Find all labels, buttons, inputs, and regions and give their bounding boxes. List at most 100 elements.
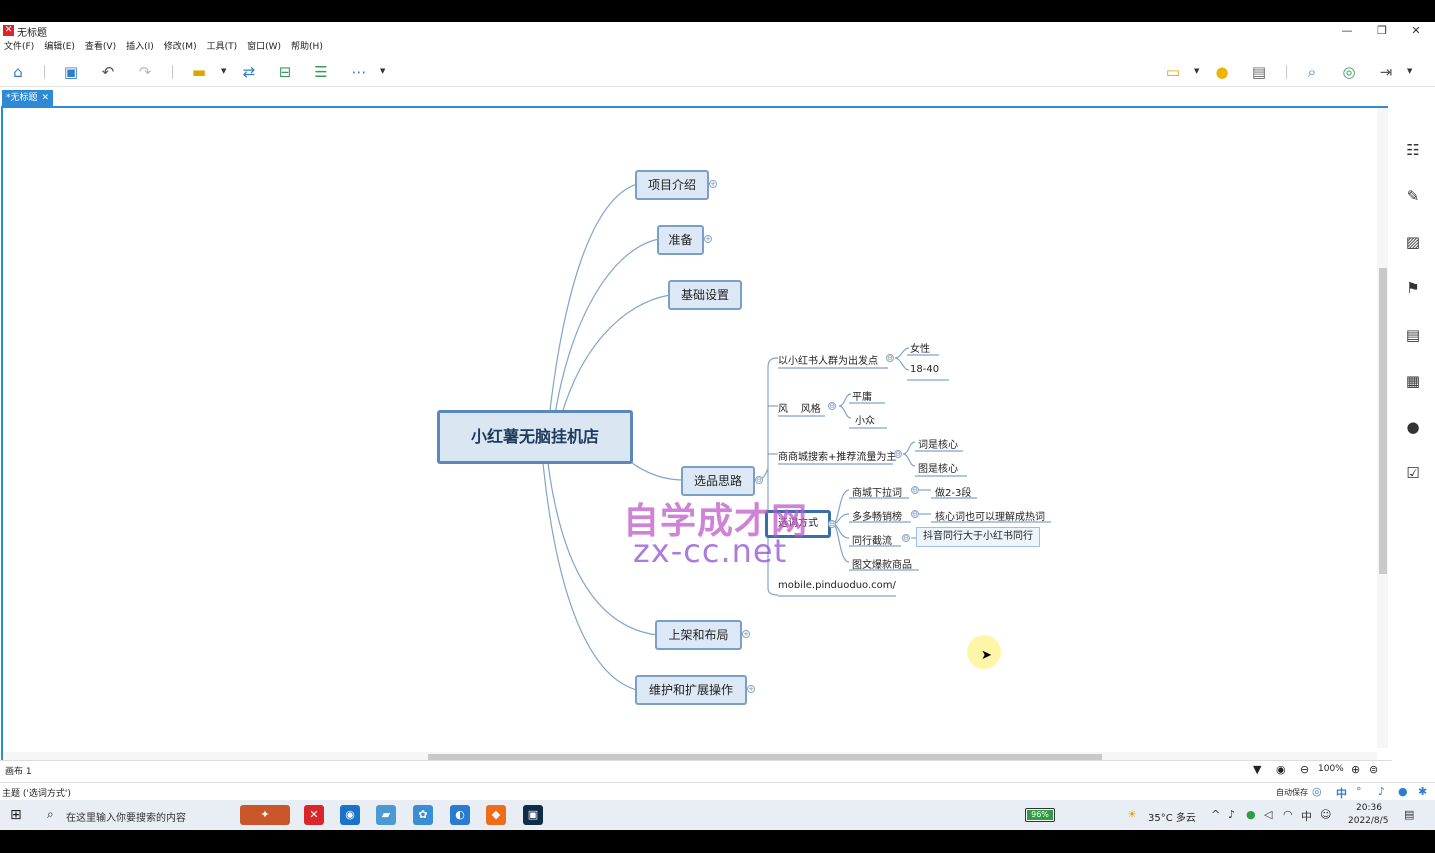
relationship-icon[interactable]: ⇄ bbox=[242, 63, 256, 81]
collapse-icon[interactable]: ⊖ bbox=[755, 476, 763, 484]
taskbar-app-icon[interactable]: ▣ bbox=[523, 805, 543, 825]
minimize-button[interactable]: — bbox=[1341, 24, 1353, 37]
topic-selection[interactable]: 选品思路 bbox=[681, 466, 755, 496]
taskbar-search[interactable]: ⌕ 在这里输入你要搜索的内容 bbox=[40, 804, 290, 826]
comment-icon[interactable]: ● bbox=[1406, 418, 1420, 436]
emoji-icon[interactable]: ☺ bbox=[1320, 808, 1332, 821]
collapse-icon[interactable]: ⊖ bbox=[894, 450, 902, 458]
topic-prep[interactable]: 准备 bbox=[657, 225, 704, 255]
summary-icon[interactable]: ☰ bbox=[314, 63, 328, 81]
taskbar-app-icon[interactable]: ▰ bbox=[376, 805, 396, 825]
collapse-icon[interactable]: ⊖ bbox=[828, 520, 836, 528]
flag-icon[interactable]: ⚑ bbox=[1406, 279, 1420, 297]
undo-icon[interactable]: ↶ bbox=[101, 63, 115, 81]
notification-icon[interactable]: ▤ bbox=[1404, 808, 1415, 821]
restore-button[interactable]: ❐ bbox=[1377, 24, 1387, 37]
subtopic-bestseller[interactable]: 多多畅销榜 bbox=[852, 512, 902, 523]
app-tray-icon[interactable]: ● bbox=[1246, 808, 1256, 821]
filter-icon[interactable]: ▼ bbox=[1253, 763, 1262, 776]
topic-icon[interactable]: ▬ bbox=[191, 63, 207, 81]
collapse-icon[interactable]: ⊖ bbox=[886, 354, 894, 362]
taskbar-app-icon[interactable]: ◆ bbox=[486, 805, 506, 825]
font-icon[interactable]: ▤ bbox=[1405, 326, 1421, 344]
user-icon[interactable]: ● bbox=[1398, 785, 1408, 798]
save-icon[interactable]: ▣ bbox=[63, 63, 79, 81]
windows-start-icon[interactable]: ⊞ bbox=[10, 807, 22, 823]
microphone-icon[interactable]: ♪ bbox=[1378, 785, 1386, 798]
menu-view[interactable]: 查看(V) bbox=[84, 42, 117, 52]
expand-icon[interactable]: + bbox=[709, 180, 717, 188]
wifi-icon[interactable]: ◠ bbox=[1283, 808, 1293, 821]
subtopic-peer[interactable]: 同行截流 bbox=[852, 536, 892, 547]
taskbar-cloud-icon[interactable]: ✿ bbox=[413, 805, 433, 825]
chevron-down-icon[interactable]: ▼ bbox=[380, 67, 386, 75]
menu-edit[interactable]: 编辑(E) bbox=[44, 42, 75, 52]
subtopic-age[interactable]: 18-40 bbox=[910, 364, 940, 375]
home-icon[interactable]: ⌂ bbox=[13, 63, 23, 81]
share-icon[interactable]: ◎ bbox=[1342, 63, 1356, 81]
subtopic-bestseller-tip[interactable]: 核心词也可以理解成热词 bbox=[935, 512, 1045, 523]
tab-untitled[interactable]: *无标题✕ bbox=[2, 90, 54, 106]
subtopic-image-core[interactable]: 图是核心 bbox=[918, 464, 958, 475]
zoom-in-icon[interactable]: ⊕ bbox=[1351, 763, 1361, 776]
mindmap-canvas[interactable]: 小红薯无脑挂机店 项目介绍 + 准备 + 基础设置 选品思路 ⊖ 上架和布局 +… bbox=[1, 106, 1388, 764]
subtopic-word-core[interactable]: 词是核心 bbox=[918, 440, 958, 451]
topic-edit-box[interactable]: 抖音同行大于小红书同行 bbox=[916, 527, 1040, 547]
chevron-up-icon[interactable]: ^ bbox=[1211, 808, 1221, 821]
taskbar-xmind-icon[interactable]: ✕ bbox=[304, 805, 324, 825]
collapse-icon[interactable]: ⊖ bbox=[911, 510, 919, 518]
boundary-icon[interactable]: ⊟ bbox=[278, 63, 292, 81]
tab-close-icon[interactable]: ✕ bbox=[41, 93, 50, 103]
root-topic[interactable]: 小红薯无脑挂机店 bbox=[437, 410, 633, 464]
subtopic-method-selected[interactable]: 选词方式 bbox=[765, 510, 831, 538]
subtopic-audience[interactable]: 以小红书人群为出发点 bbox=[778, 356, 878, 367]
autosave-icon[interactable]: ◎ bbox=[1312, 785, 1322, 798]
outline-icon[interactable]: ▤ bbox=[1251, 63, 1267, 81]
sheet-tab[interactable]: 画布 1 bbox=[5, 767, 32, 777]
format-brush-icon[interactable]: ✎ bbox=[1406, 187, 1420, 205]
menu-file[interactable]: 文件(F) bbox=[4, 42, 35, 52]
settings-icon[interactable]: ✱ bbox=[1418, 785, 1428, 798]
eye-icon[interactable]: ◉ bbox=[1276, 763, 1286, 776]
ime-indicator[interactable]: 中 bbox=[1336, 787, 1347, 800]
chevron-down-icon[interactable]: ▼ bbox=[221, 67, 227, 75]
clock-time[interactable]: 20:36 bbox=[1356, 803, 1382, 813]
punctuation-icon[interactable]: ° bbox=[1356, 785, 1362, 798]
vertical-scrollbar[interactable] bbox=[1377, 108, 1388, 748]
weather-text[interactable]: 35°C 多云 bbox=[1148, 813, 1196, 824]
chevron-down-icon[interactable]: ▼ bbox=[1194, 67, 1200, 75]
horizontal-scrollbar[interactable] bbox=[3, 752, 1377, 762]
outline-panel-icon[interactable]: ☷ bbox=[1406, 141, 1420, 159]
presentation-icon[interactable]: ▭ bbox=[1165, 63, 1181, 81]
volume-icon[interactable]: ◁ bbox=[1264, 808, 1273, 821]
close-button[interactable]: ✕ bbox=[1411, 24, 1421, 37]
expand-icon[interactable]: + bbox=[742, 630, 750, 638]
notes-icon[interactable]: ▦ bbox=[1405, 372, 1421, 390]
topic-basics[interactable]: 基础设置 bbox=[668, 280, 742, 310]
collapse-icon[interactable]: ⊖ bbox=[828, 402, 836, 410]
menu-help[interactable]: 帮助(H) bbox=[291, 42, 323, 52]
vertical-scrollbar-thumb[interactable] bbox=[1379, 268, 1387, 574]
expand-icon[interactable]: + bbox=[747, 685, 755, 693]
chevron-down-icon[interactable]: ▼ bbox=[1407, 67, 1413, 75]
topic-listing[interactable]: 上架和布局 bbox=[655, 620, 742, 650]
topic-maintenance[interactable]: 维护和扩展操作 bbox=[635, 675, 747, 705]
subtopic-plain[interactable]: 平庸 bbox=[852, 392, 872, 403]
menu-modify[interactable]: 修改(M) bbox=[163, 42, 197, 52]
microphone-icon[interactable]: ♪ bbox=[1228, 808, 1236, 821]
clock-date[interactable]: 2022/8/5 bbox=[1348, 816, 1389, 826]
subtopic-mall[interactable]: 商商城搜索+推荐流量为主 bbox=[778, 448, 896, 463]
horizontal-scrollbar-thumb[interactable] bbox=[428, 754, 1102, 762]
more-icon[interactable]: ⋯ bbox=[351, 63, 367, 81]
taskbar-banner-icon[interactable]: ✦ bbox=[240, 805, 290, 825]
battery-indicator[interactable]: 96% bbox=[1025, 808, 1055, 822]
topic-intro[interactable]: 项目介绍 bbox=[635, 170, 709, 200]
search-icon[interactable]: ⌕ bbox=[1307, 63, 1317, 81]
taskbar-browser-icon[interactable]: ◉ bbox=[340, 805, 360, 825]
lightbulb-icon[interactable]: ● bbox=[1215, 63, 1229, 81]
export-icon[interactable]: ⇥ bbox=[1379, 63, 1393, 81]
task-icon[interactable]: ☑ bbox=[1406, 464, 1420, 482]
taskbar-app-icon[interactable]: ◐ bbox=[450, 805, 470, 825]
subtopic-niche[interactable]: 小众 bbox=[855, 416, 875, 427]
subtopic-image-hot[interactable]: 图文爆款商品 bbox=[852, 560, 912, 571]
